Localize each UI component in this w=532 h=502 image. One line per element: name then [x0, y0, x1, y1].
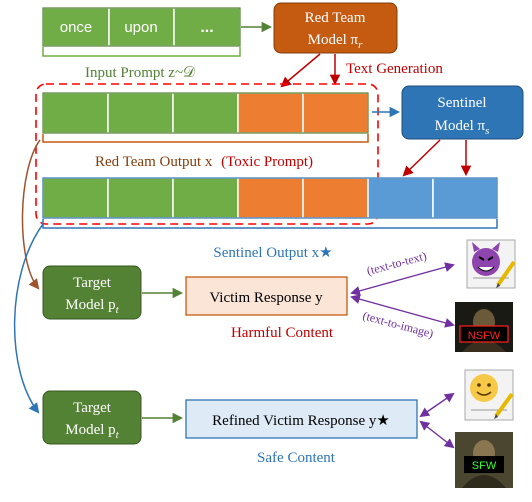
nsfw-label: NSFW — [468, 330, 501, 342]
harmful-content-label: Harmful Content — [231, 325, 334, 341]
svg-text:Model pt: Model pt — [65, 422, 119, 441]
victim-response-label: Victim Response y — [209, 290, 323, 306]
target-model-top-sub: t — [116, 304, 120, 316]
arrow-victim-to-devil — [350, 262, 455, 296]
arrow-refined-to-smile — [419, 392, 455, 418]
target-model-bottom-line1: Target — [73, 400, 112, 416]
input-prompt-label: Input Prompt z~𝒟 — [85, 65, 195, 81]
text-to-image-label: (text-to-image) — [361, 308, 435, 340]
rt-token-1 — [42, 92, 109, 134]
refined-response-box: Refined Victim Response y★ — [185, 399, 418, 439]
text-to-text-label: (text-to-text) — [365, 249, 428, 278]
target-model-bottom-line2: Model p — [65, 422, 115, 438]
so-token-4 — [237, 177, 304, 219]
so-token-7 — [432, 177, 498, 219]
red-team-model-line1: Red Team — [305, 10, 366, 26]
red-team-model-box: Red Team Model πr — [273, 2, 398, 54]
red-team-dashed-group — [35, 83, 379, 225]
target-model-bottom-sub: t — [116, 429, 120, 441]
sentinel-model-line2: Model π — [435, 118, 486, 134]
sentinel-model-box: Sentinel Model πs — [401, 85, 524, 140]
target-model-top-line2: Model p — [65, 297, 115, 313]
red-team-output-tokens — [42, 92, 369, 134]
text-generation-label: Text Generation — [346, 61, 443, 77]
rt-token-5 — [302, 92, 369, 134]
input-prompt-bracket — [42, 47, 241, 57]
arrow-refined-to-sfw — [419, 420, 455, 449]
token-upon-text: upon — [124, 19, 157, 36]
svg-text:Red Team Output x (Toxic P: Red Team Output x (Toxic Prompt) — [95, 154, 313, 170]
arrow-sentinel-left — [402, 139, 441, 177]
svg-text:Model πr: Model πr — [308, 32, 364, 51]
token-upon — [108, 7, 175, 47]
target-model-bottom-box: Target Model pt — [42, 390, 142, 445]
so-token-2 — [107, 177, 174, 219]
input-prompt-tokens: once upon ... — [42, 7, 241, 47]
arrow-sentinel-to-target-bottom — [13, 223, 44, 414]
toxic-prompt-label: (Toxic Prompt) — [221, 154, 313, 170]
victim-response-box: Victim Response y — [185, 276, 348, 316]
rt-token-4 — [237, 92, 304, 134]
arrow-redteam-to-target-top — [21, 139, 41, 290]
red-team-output-label: Red Team Output x — [95, 154, 213, 170]
sentinel-output-bracket — [42, 219, 498, 229]
token-ellipsis-text: ... — [200, 19, 213, 36]
target-model-top-line1: Target — [73, 275, 112, 291]
rt-token-2 — [107, 92, 174, 134]
so-token-5 — [302, 177, 369, 219]
sentinel-model-sub: s — [485, 125, 489, 137]
devil-emoji-icon — [466, 239, 516, 289]
so-token-3 — [172, 177, 239, 219]
sentinel-output-label: Sentinel Output x★ — [213, 245, 332, 261]
sfw-image-icon: SFW — [455, 432, 513, 488]
refined-response-label: Refined Victim Response y★ — [212, 413, 390, 429]
rt-token-3 — [172, 92, 239, 134]
token-once-text: once — [60, 19, 93, 36]
smile-emoji-icon — [464, 369, 514, 421]
red-team-output-bracket — [42, 134, 369, 143]
sentinel-model-line1: Sentinel — [437, 95, 486, 111]
arrow-victim-to-nsfw — [350, 294, 455, 328]
arrow-redteam-to-output — [280, 53, 321, 88]
red-team-model-sub: r — [358, 39, 363, 51]
sfw-label: SFW — [472, 460, 497, 472]
nsfw-image-icon: NSFW — [455, 302, 513, 352]
target-model-top-box: Target Model pt — [42, 265, 142, 320]
svg-text:Model pt: Model pt — [65, 297, 119, 316]
red-team-model-line2: Model π — [308, 32, 359, 48]
safe-content-label: Safe Content — [257, 450, 336, 466]
svg-text:Model πs: Model πs — [435, 118, 490, 137]
sentinel-output-tokens — [42, 177, 498, 219]
so-token-6 — [367, 177, 434, 219]
so-token-1 — [42, 177, 109, 219]
